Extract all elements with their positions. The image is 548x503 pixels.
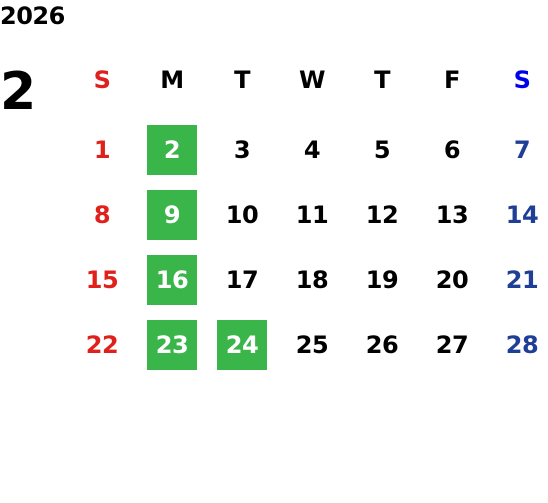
day-cell[interactable]: 1 — [93, 136, 111, 164]
weekday-wednesday: W — [299, 66, 325, 94]
weekday-sunday: S — [93, 66, 111, 94]
day-cell[interactable]: 7 — [513, 136, 531, 164]
day-cell[interactable]: 27 — [435, 331, 469, 359]
day-cell[interactable]: 18 — [295, 266, 329, 294]
day-cell[interactable]: 5 — [373, 136, 391, 164]
weekday-thursday: T — [374, 66, 390, 94]
day-cell[interactable]: 16 — [147, 255, 197, 305]
day-cell[interactable]: 12 — [365, 201, 399, 229]
day-cell[interactable]: 20 — [435, 266, 469, 294]
weekday-saturday: S — [513, 66, 531, 94]
weekday-monday: M — [160, 66, 184, 94]
day-cell[interactable]: 10 — [225, 201, 259, 229]
day-cell[interactable]: 17 — [225, 266, 259, 294]
day-cell[interactable]: 8 — [93, 201, 111, 229]
day-cell[interactable]: 19 — [365, 266, 399, 294]
weekday-tuesday: T — [234, 66, 250, 94]
day-cell[interactable]: 15 — [85, 266, 119, 294]
weekday-header: S M T W T F S — [67, 55, 548, 105]
month-label: 2 — [0, 62, 37, 122]
day-cell[interactable]: 13 — [435, 201, 469, 229]
day-cell[interactable]: 3 — [233, 136, 251, 164]
weekday-friday: F — [444, 66, 460, 94]
year-label: 2026 — [0, 2, 65, 30]
day-cell[interactable]: 6 — [443, 136, 461, 164]
day-cell[interactable]: 24 — [217, 320, 267, 370]
day-cell[interactable]: 26 — [365, 331, 399, 359]
day-cell[interactable]: 2 — [147, 125, 197, 175]
day-cell[interactable]: 11 — [295, 201, 329, 229]
day-cell[interactable]: 28 — [505, 331, 539, 359]
day-cell[interactable]: 25 — [295, 331, 329, 359]
day-cell[interactable]: 9 — [147, 190, 197, 240]
day-cell[interactable]: 4 — [303, 136, 321, 164]
day-cell[interactable]: 23 — [147, 320, 197, 370]
day-cell[interactable]: 22 — [85, 331, 119, 359]
day-cell[interactable]: 14 — [505, 201, 539, 229]
day-cell[interactable]: 21 — [505, 266, 539, 294]
